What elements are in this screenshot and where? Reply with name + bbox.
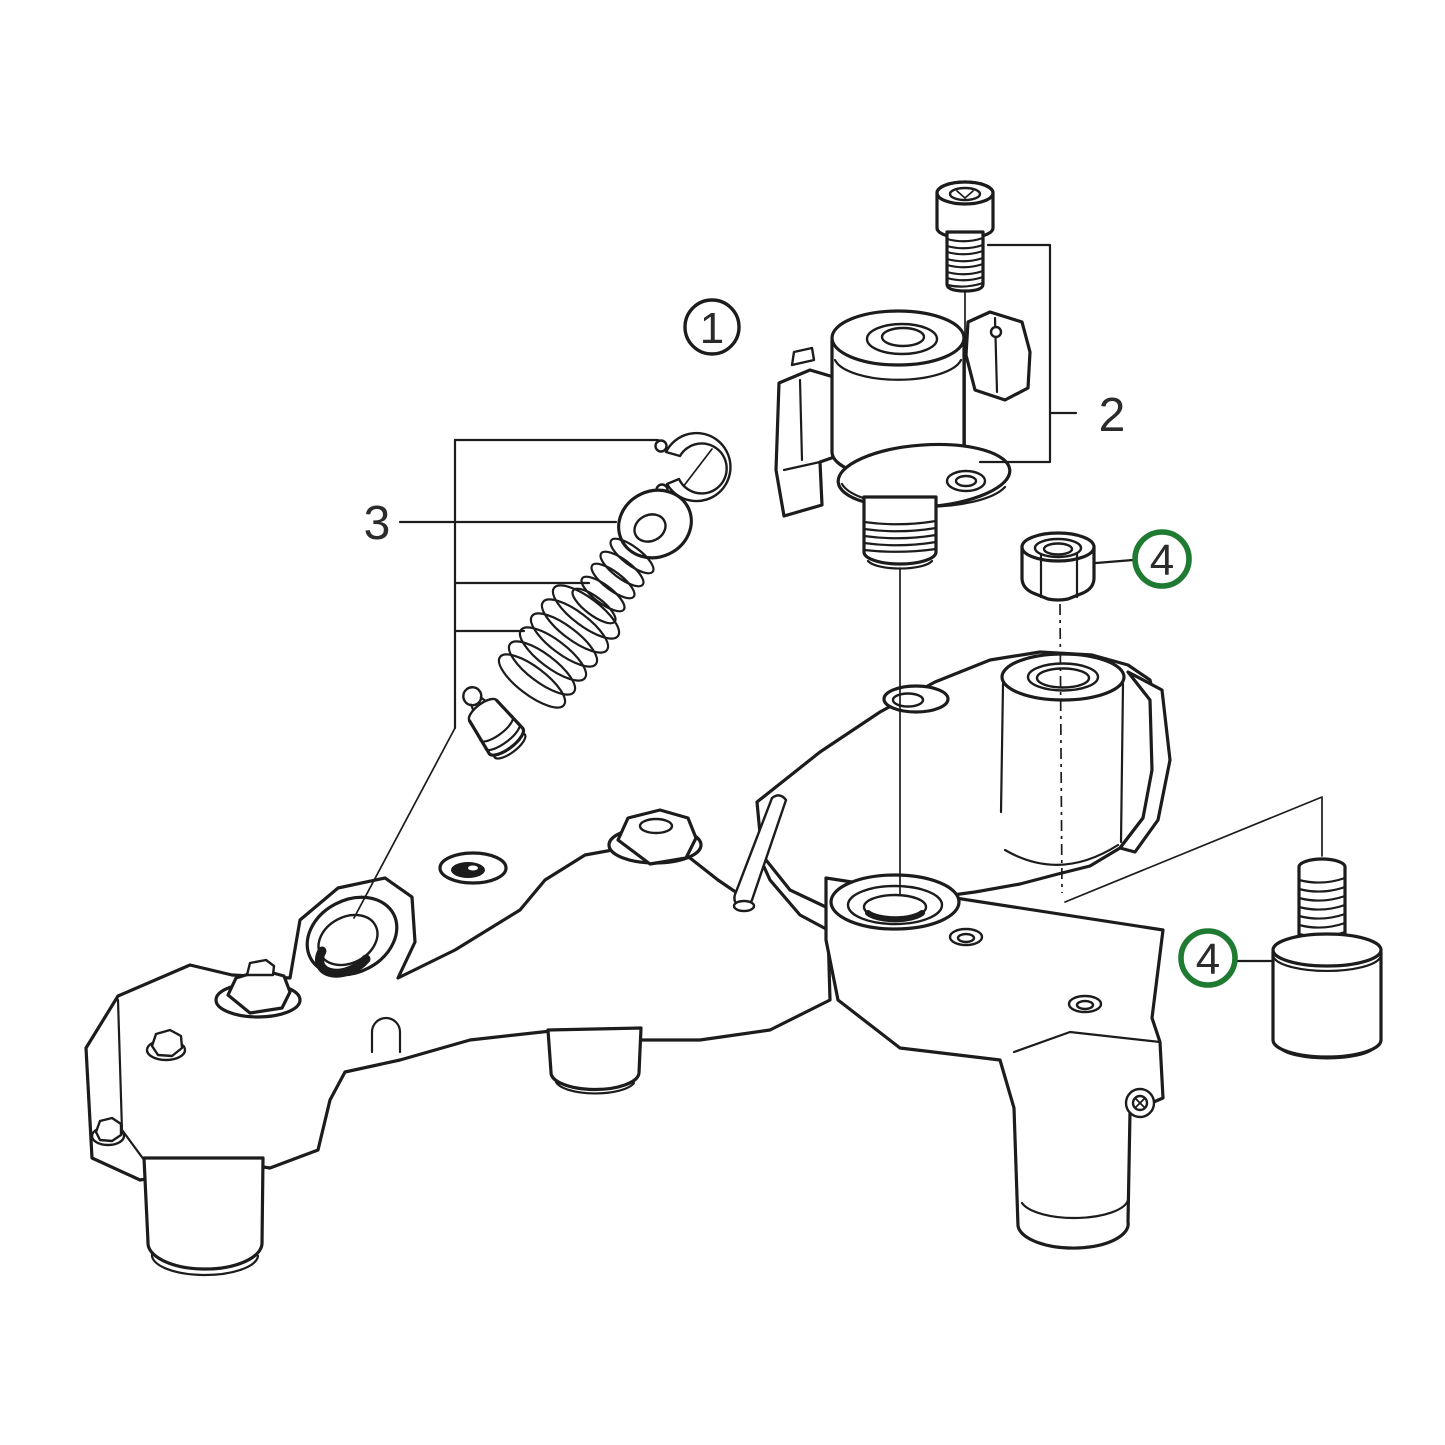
bracket-bolt-top bbox=[145, 1028, 187, 1062]
outer-spring bbox=[497, 584, 621, 709]
solenoid-valve bbox=[774, 309, 1032, 570]
nut-centerline bbox=[1059, 603, 1063, 894]
callout-4-stud-circle[interactable] bbox=[1178, 928, 1238, 988]
valve-poppet bbox=[462, 686, 527, 760]
hex-nut bbox=[1020, 531, 1096, 602]
callout-4-nut-circle[interactable] bbox=[1132, 529, 1192, 589]
mid-hex-plug bbox=[607, 808, 703, 866]
flat-washer bbox=[617, 488, 693, 560]
solenoid-bore bbox=[829, 873, 961, 931]
socket-head-screw bbox=[935, 180, 995, 293]
manifold-body bbox=[84, 650, 1172, 1277]
callout-1-label: 1 bbox=[700, 304, 724, 353]
plate-hole-small bbox=[948, 927, 984, 947]
bracket-bolt-bottom bbox=[90, 1116, 126, 1147]
lever-pin bbox=[732, 794, 788, 913]
stud-with-spacer bbox=[1271, 857, 1383, 1060]
callout-4-stud-label: 4 bbox=[1196, 935, 1220, 984]
callout-4-stud[interactable]: 4 bbox=[1178, 928, 1273, 988]
callout-1[interactable]: 1 bbox=[683, 298, 741, 356]
center-leg bbox=[546, 1026, 643, 1092]
left-leg bbox=[142, 1156, 265, 1271]
callout-2[interactable]: 2 bbox=[1099, 389, 1126, 442]
stud-leader bbox=[1064, 796, 1323, 903]
callout-3[interactable]: 3 bbox=[364, 497, 391, 550]
inner-spring bbox=[571, 537, 655, 625]
valve-bore-boss bbox=[305, 895, 399, 978]
callout-4-nut[interactable]: 4 bbox=[1094, 529, 1192, 589]
callout-2-label[interactable]: 2 bbox=[1099, 389, 1126, 442]
callout-3-bracket bbox=[353, 438, 660, 919]
callout-2-bracket bbox=[978, 243, 1078, 464]
torx-screw bbox=[1124, 1087, 1156, 1119]
plate-hole-corner bbox=[1067, 994, 1103, 1014]
callout-1-circle[interactable] bbox=[683, 298, 741, 356]
left-hex-plug bbox=[214, 958, 302, 1019]
callout-4-nut-label: 4 bbox=[1150, 536, 1174, 585]
side-port-boss bbox=[438, 851, 508, 885]
callout-3-label[interactable]: 3 bbox=[364, 497, 391, 550]
